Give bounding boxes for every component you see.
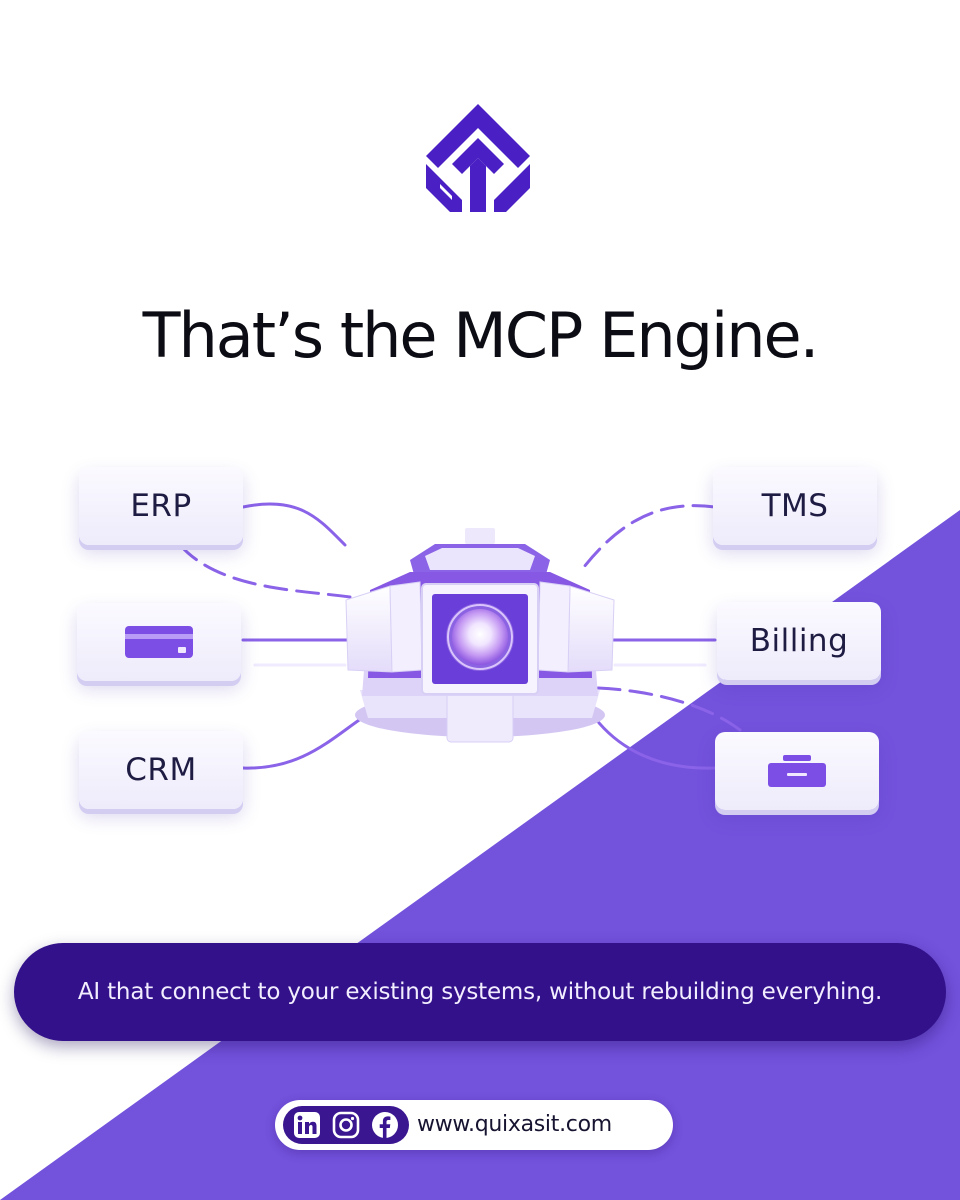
crm-node: CRM: [79, 731, 243, 809]
brand-logo: [426, 104, 530, 212]
billing-node: Billing: [717, 602, 881, 680]
crm-label: CRM: [125, 752, 197, 788]
tray-node: [715, 732, 879, 810]
tagline-text: AI that connect to your existing systems…: [77, 979, 883, 1005]
facebook-icon[interactable]: [371, 1111, 399, 1139]
erp-node: ERP: [79, 467, 243, 545]
page-title: That’s the MCP Engine.: [142, 299, 820, 372]
toolbox-icon: [768, 755, 826, 787]
instagram-icon[interactable]: [332, 1111, 360, 1139]
tagline-banner: AI that connect to your existing systems…: [14, 943, 946, 1041]
website-url[interactable]: www.quixasit.com: [417, 1112, 612, 1137]
mcp-engine-device: [345, 528, 615, 743]
linkedin-icon[interactable]: [293, 1111, 321, 1139]
footer-social-bar: www.quixasit.com: [275, 1100, 673, 1150]
tms-label: TMS: [761, 488, 829, 524]
card-node: [77, 603, 241, 681]
social-icons: [283, 1106, 409, 1144]
credit-card-icon: [125, 626, 193, 658]
erp-label: ERP: [130, 488, 192, 524]
billing-label: Billing: [749, 623, 849, 659]
tms-node: TMS: [713, 467, 877, 545]
